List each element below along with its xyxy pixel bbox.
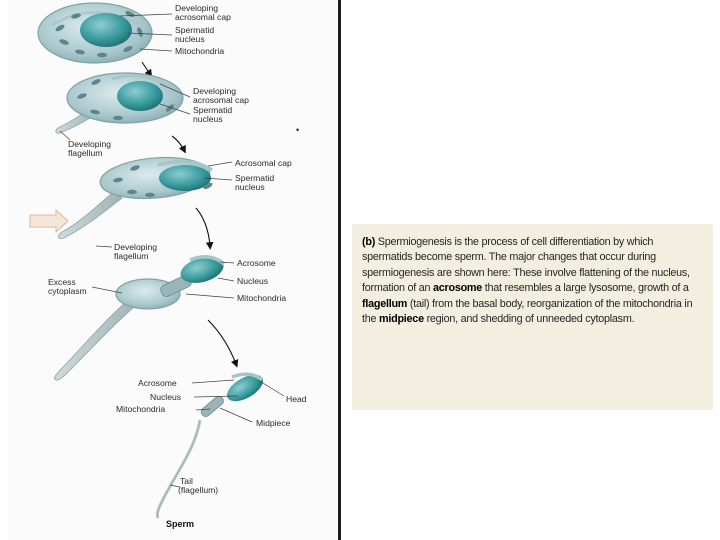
caption-part-4: region, and shedding of unneeded cytopla… [426, 313, 635, 326]
stage5-label-head: Head [286, 394, 307, 404]
spermiogenesis-diagram: Developing acrosomal cap Spermatid nucle… [29, 2, 307, 529]
stage3-spermatid: Acrosomal cap Spermatid nucleus Developi… [58, 156, 292, 261]
stage1-nucleus [80, 13, 132, 47]
stage4-label-acrosome: Acrosome [237, 258, 276, 268]
stage2-label-flagellum-2: flagellum [68, 148, 102, 158]
stage4-spermatid: Acrosome Nucleus Mitochondria Excess cyt… [48, 255, 286, 381]
stage2-to-3-arrow [171, 135, 186, 154]
stage2-label-acrosomal-cap: acrosomal cap [193, 95, 249, 105]
stage2-mitochondria [77, 79, 175, 121]
stage4-to-5-arrow [207, 319, 239, 368]
stage2-label-nucleus: nucleus [193, 114, 223, 124]
stage5-label-midpiece: Midpiece [256, 418, 291, 428]
stage2-nucleus [117, 81, 163, 111]
caption-part-2: that resembles a large lysosome, growth … [484, 282, 689, 295]
stage1-acrosomal-cap [51, 11, 141, 27]
stage5-tail [155, 419, 202, 519]
stage1-to-2-arrow [141, 61, 153, 78]
caption-part-1: Spermiogenesis is the process of cell di… [362, 236, 690, 295]
stage3-leader-lines [95, 161, 233, 248]
stage4-leader-lines [91, 261, 235, 299]
caption-box: (b) Spermiogenesis is the process of cel… [352, 224, 713, 410]
stage5-label-mitochondria: Mitochondria [116, 404, 165, 414]
stage2-label-flagellum-1: Developing [68, 139, 111, 149]
stage2-label-developing: Developing [193, 86, 236, 96]
caption-part-3: (tail) from the basal body, reorganizati… [362, 297, 693, 326]
stage5-acrosome [231, 372, 264, 382]
stage2-spermatid: Developing acrosomal cap Spermatid nucle… [55, 72, 249, 158]
stage3-acrosomal-cap [157, 159, 213, 172]
stage1-label-acrosomal-cap: acrosomal cap [175, 12, 231, 22]
stage4-flagellum [54, 299, 141, 381]
stage2-label-spermatid: Spermatid [193, 105, 232, 115]
stage4-label-cytoplasm: cytoplasm [48, 286, 87, 296]
panel-divider [338, 0, 341, 540]
stage5-sperm: Acrosome Nucleus Mitochondria Head Midpi… [116, 372, 307, 529]
caption-term-acrosome: acrosome [433, 282, 483, 295]
stage1-label-nucleus: nucleus [175, 34, 205, 44]
stage2-acrosomal-cap [111, 74, 166, 87]
stage3-to-4-arrow [195, 207, 214, 250]
stage3-developing-flagellum [58, 192, 123, 239]
stage5-label-nucleus: Nucleus [150, 392, 181, 402]
stage5-label-tail: Tail [180, 476, 193, 486]
stage2-leader-lines [59, 83, 191, 141]
stage5-tail-edge [157, 419, 201, 519]
stage3-label-acrosomal-cap: Acrosomal cap [235, 158, 292, 168]
stage1-mitochondria [55, 11, 143, 58]
stage4-label-excess: Excess [48, 277, 76, 287]
stage3-label-flagellum-1: Developing [114, 242, 157, 252]
highlight-arrow-icon [29, 208, 69, 234]
stage3-mitochondria [113, 165, 213, 198]
stage5-midpiece [200, 395, 224, 417]
caption-term-midpiece: midpiece [379, 313, 424, 326]
stage4-label-mitochondria: Mitochondria [237, 293, 286, 303]
stage3-label-flagellum-2: flagellum [114, 251, 148, 261]
stage1-label-developing: Developing [175, 3, 218, 13]
caption-text: (b) Spermiogenesis is the process of cel… [362, 235, 703, 327]
stage5-title-sperm: Sperm [166, 519, 194, 529]
stage5-nucleus [226, 374, 264, 402]
stage4-nucleus [180, 257, 224, 283]
stage1-label-spermatid: Spermatid [175, 25, 214, 35]
stage5-label-flagellum: (flagellum) [178, 485, 218, 495]
stage3-label-spermatid: Spermatid [235, 173, 274, 183]
caption-term-flagellum: flagellum [362, 297, 408, 310]
stage1-label-mitochondria: Mitochondria [175, 46, 224, 56]
stage5-label-acrosome: Acrosome [138, 378, 177, 388]
stage1-leader-lines [119, 13, 173, 52]
stage4-label-nucleus: Nucleus [237, 276, 268, 286]
stage5-leader-lines [169, 379, 285, 488]
stage1-spermatid: Developing acrosomal cap Spermatid nucle… [37, 2, 231, 64]
caption-label: (b) [362, 236, 376, 248]
stray-mark: • [296, 125, 299, 135]
stage3-nucleus [159, 165, 211, 191]
stage3-label-nucleus: nucleus [235, 182, 265, 192]
